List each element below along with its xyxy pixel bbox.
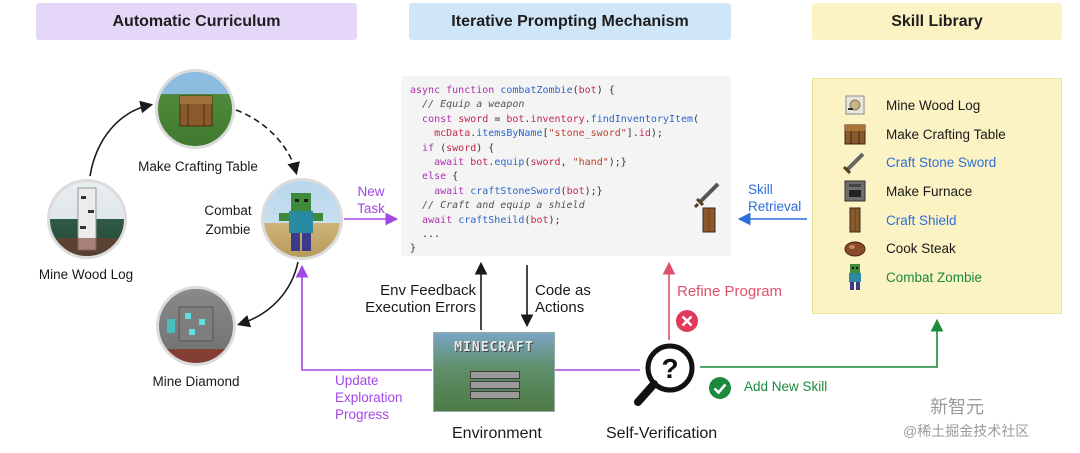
skill-item: Make Furnace: [842, 178, 972, 204]
stone-sword-icon: [694, 182, 720, 208]
skill-item: Craft Shield: [842, 207, 957, 233]
code-line: mcData.itemsByName["stone_sword"].id);: [434, 128, 663, 140]
code-line: async function combatZombie(bot) {: [410, 85, 615, 96]
birch-log-scene-icon: [50, 187, 124, 256]
minecraft-menu-button: [470, 371, 520, 379]
skill-item: Craft Stone Sword: [842, 149, 996, 175]
shield-icon: [842, 207, 868, 233]
scene-combat-zombie: [261, 178, 343, 260]
minecraft-title-screen: MINECRAFT: [433, 332, 555, 412]
skill-label: Make Crafting Table: [886, 126, 1006, 142]
zombie-icon: [842, 264, 868, 290]
stone-sword-icon: [842, 149, 868, 175]
skill-label: Make Furnace: [886, 183, 973, 199]
label-make-crafting-table: Make Crafting Table: [138, 159, 258, 174]
code-block: async function combatZombie(bot) { // Eq…: [401, 76, 731, 257]
success-check-icon: [709, 377, 731, 399]
code-line: ...: [422, 229, 441, 241]
scene-mine-diamond: [156, 286, 236, 366]
skill-item: Mine Wood Log: [842, 92, 980, 118]
skill-label: Craft Shield: [886, 212, 957, 228]
skill-label: Combat Zombie: [886, 269, 983, 285]
skill-label: Cook Steak: [886, 240, 956, 256]
minecraft-logo: MINECRAFT: [454, 340, 534, 355]
header-skill-library: Skill Library: [812, 3, 1062, 40]
magnifier-question-icon: ?: [634, 343, 695, 406]
skill-item: Make Crafting Table: [842, 121, 1006, 147]
label-env-feedback: Env Feedback Execution Errors: [365, 282, 476, 316]
arrow-add-new-skill: [700, 318, 944, 368]
skill-label: Mine Wood Log: [886, 97, 981, 113]
code-line: await craftStoneSword(bot);}: [434, 185, 603, 197]
watermark-logo-text: 新智元: [930, 397, 984, 417]
skill-item: Cook Steak: [842, 235, 956, 261]
code-line: await bot.equip(sword, "hand");}: [434, 157, 627, 169]
code-line: // Craft and equip a shield: [410, 200, 585, 212]
scene-crafting-table: [155, 69, 235, 149]
header-iterative-prompting: Iterative Prompting Mechanism: [409, 3, 731, 40]
code-line: // Equip a weapon: [410, 99, 525, 111]
error-x-icon: [676, 310, 698, 332]
crafting-table-icon: [842, 121, 868, 147]
label-self-verification: Self-Verification: [606, 425, 718, 442]
crafting-table-scene-icon: [179, 95, 213, 127]
zombie-scene-icon: [279, 193, 323, 251]
code-line: if (sword) {: [422, 142, 495, 154]
watermark-community-text: @稀土掘金技术社区: [903, 423, 1030, 439]
arrow-zombie-to-diamond: [236, 261, 299, 328]
label-combat-zombie: Combat Zombie: [204, 203, 252, 237]
skill-label: Craft Stone Sword: [886, 154, 997, 170]
svg-text:?: ?: [661, 353, 678, 384]
steak-icon: [842, 235, 868, 261]
minecraft-menu-button: [470, 391, 520, 399]
arrow-log-to-table: [89, 100, 154, 177]
label-mine-diamond: Mine Diamond: [152, 374, 240, 389]
code-line: else {: [422, 171, 459, 183]
skill-item: Combat Zombie: [842, 264, 982, 290]
wood-log-icon: [842, 92, 868, 118]
label-code-as-actions: Code as Actions: [535, 282, 591, 316]
label-skill-retrieval: Skill Retrieval: [748, 182, 802, 214]
code-line: const sword = bot.inventory.findInventor…: [422, 113, 700, 125]
label-environment: Environment: [452, 425, 542, 442]
diamond-ore-scene-icon: [159, 306, 233, 363]
label-mine-wood-log: Mine Wood Log: [38, 267, 134, 282]
minecraft-menu-button: [470, 381, 520, 389]
label-update-exploration-progress: Update Exploration Progress: [335, 373, 403, 422]
arrow-table-to-zombie: [235, 109, 300, 176]
shield-icon: [702, 207, 716, 233]
code-panel: async function combatZombie(bot) { // Eq…: [401, 76, 731, 256]
code-line: await craftSheild(bot);: [422, 214, 561, 226]
header-automatic-curriculum: Automatic Curriculum: [36, 3, 357, 40]
label-add-new-skill: Add New Skill: [744, 379, 828, 394]
furnace-icon: [842, 178, 868, 204]
label-new-task: New Task: [357, 184, 385, 216]
code-line: }: [410, 243, 417, 255]
arrow-update-progress: [295, 264, 432, 371]
label-refine-program: Refine Program: [677, 283, 783, 300]
scene-mine-wood-log: [47, 179, 127, 259]
